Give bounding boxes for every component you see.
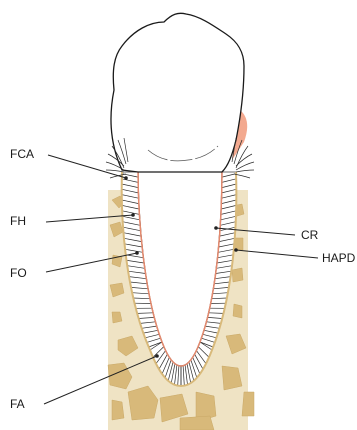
label-fh: FH — [10, 214, 26, 228]
label-hapd: HAPD — [322, 251, 356, 265]
label-cr: CR — [301, 228, 319, 242]
label-fo: FO — [10, 266, 27, 280]
label-fca: FCA — [10, 147, 34, 161]
label-fa: FA — [10, 397, 25, 411]
tooth-crown — [111, 13, 244, 172]
